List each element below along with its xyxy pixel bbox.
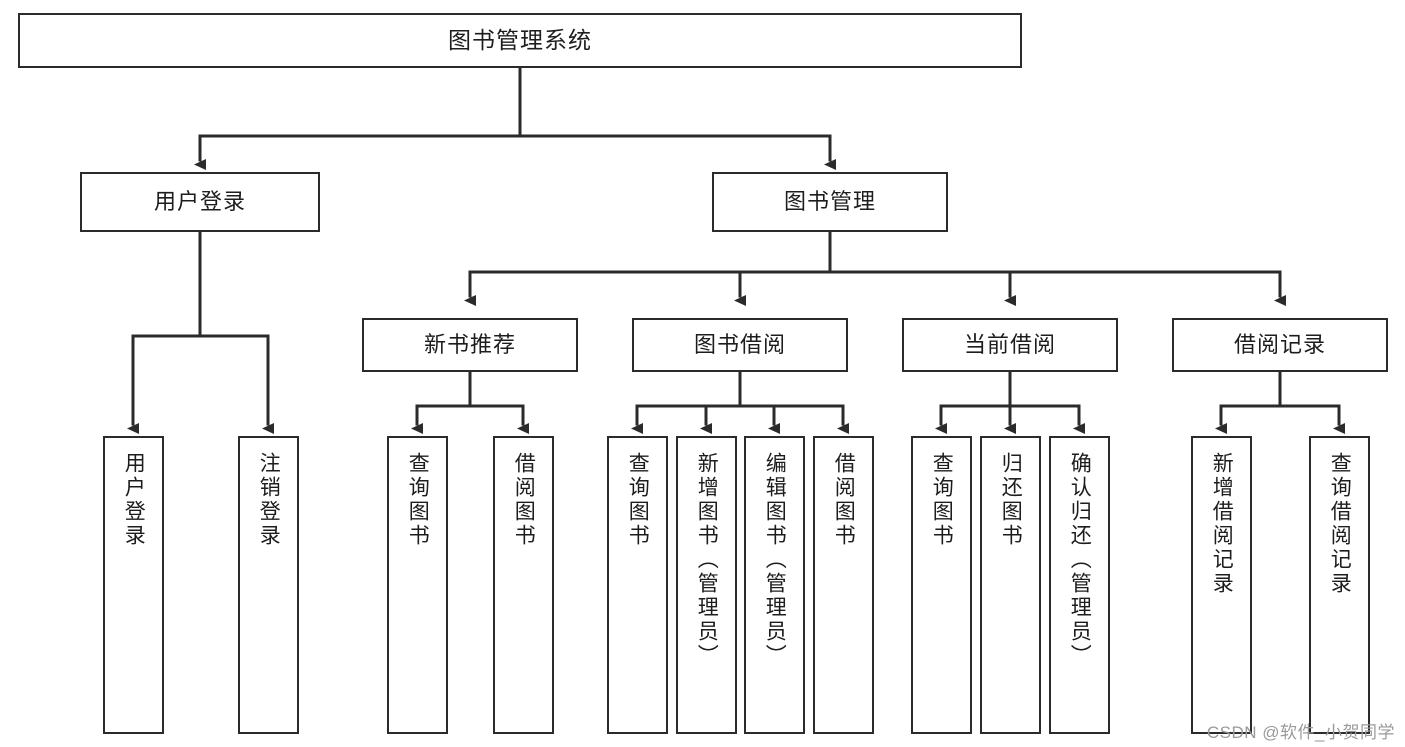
node-leaf-confirm-return-label: 确认归还（管理员）	[1068, 452, 1092, 668]
node-leaf-borrow-book-2-label: 借阅图书	[832, 452, 856, 548]
node-leaf-user-login[interactable]: 用户登录	[103, 436, 164, 734]
node-new-book-rec-label: 新书推荐	[423, 332, 516, 358]
node-leaf-add-record-label: 新增借阅记录	[1210, 452, 1234, 596]
node-user-login-label: 用户登录	[153, 189, 246, 215]
node-leaf-query-record[interactable]: 查询借阅记录	[1309, 436, 1370, 734]
watermark-text: CSDN @软件_小贺同学	[1206, 723, 1395, 742]
node-leaf-add-book[interactable]: 新增图书（管理员）	[676, 436, 737, 734]
node-leaf-user-login-label: 用户登录	[122, 452, 146, 548]
node-leaf-query-book-2-label: 查询图书	[626, 452, 650, 548]
node-leaf-borrow-book-2[interactable]: 借阅图书	[813, 436, 874, 734]
node-leaf-add-record[interactable]: 新增借阅记录	[1191, 436, 1252, 734]
node-leaf-confirm-return[interactable]: 确认归还（管理员）	[1049, 436, 1110, 734]
node-leaf-logout-label: 注销登录	[257, 452, 281, 548]
node-leaf-query-record-label: 查询借阅记录	[1328, 452, 1352, 596]
node-leaf-return-book[interactable]: 归还图书	[980, 436, 1041, 734]
node-book-borrow[interactable]: 图书借阅	[632, 318, 848, 372]
node-book-borrow-label: 图书借阅	[693, 332, 786, 358]
node-leaf-query-book-3[interactable]: 查询图书	[911, 436, 972, 734]
node-leaf-logout[interactable]: 注销登录	[238, 436, 299, 734]
node-root[interactable]: 图书管理系统	[18, 13, 1022, 68]
node-leaf-add-book-label: 新增图书（管理员）	[695, 452, 719, 668]
node-current-borrow[interactable]: 当前借阅	[902, 318, 1118, 372]
node-borrow-record[interactable]: 借阅记录	[1172, 318, 1388, 372]
node-leaf-edit-book[interactable]: 编辑图书（管理员）	[744, 436, 805, 734]
node-borrow-record-label: 借阅记录	[1233, 332, 1326, 358]
node-leaf-return-book-label: 归还图书	[999, 452, 1023, 548]
node-current-borrow-label: 当前借阅	[963, 332, 1056, 358]
node-new-book-rec[interactable]: 新书推荐	[362, 318, 578, 372]
node-leaf-edit-book-label: 编辑图书（管理员）	[763, 452, 787, 668]
node-book-manage-label: 图书管理	[783, 189, 876, 215]
node-leaf-query-book-1[interactable]: 查询图书	[387, 436, 448, 734]
node-leaf-query-book-3-label: 查询图书	[930, 452, 954, 548]
node-leaf-query-book-1-label: 查询图书	[406, 452, 430, 548]
node-user-login[interactable]: 用户登录	[80, 172, 320, 232]
node-leaf-borrow-book-1[interactable]: 借阅图书	[493, 436, 554, 734]
node-book-manage[interactable]: 图书管理	[712, 172, 948, 232]
node-root-label: 图书管理系统	[448, 26, 592, 53]
node-leaf-query-book-2[interactable]: 查询图书	[607, 436, 668, 734]
node-leaf-borrow-book-1-label: 借阅图书	[512, 452, 536, 548]
